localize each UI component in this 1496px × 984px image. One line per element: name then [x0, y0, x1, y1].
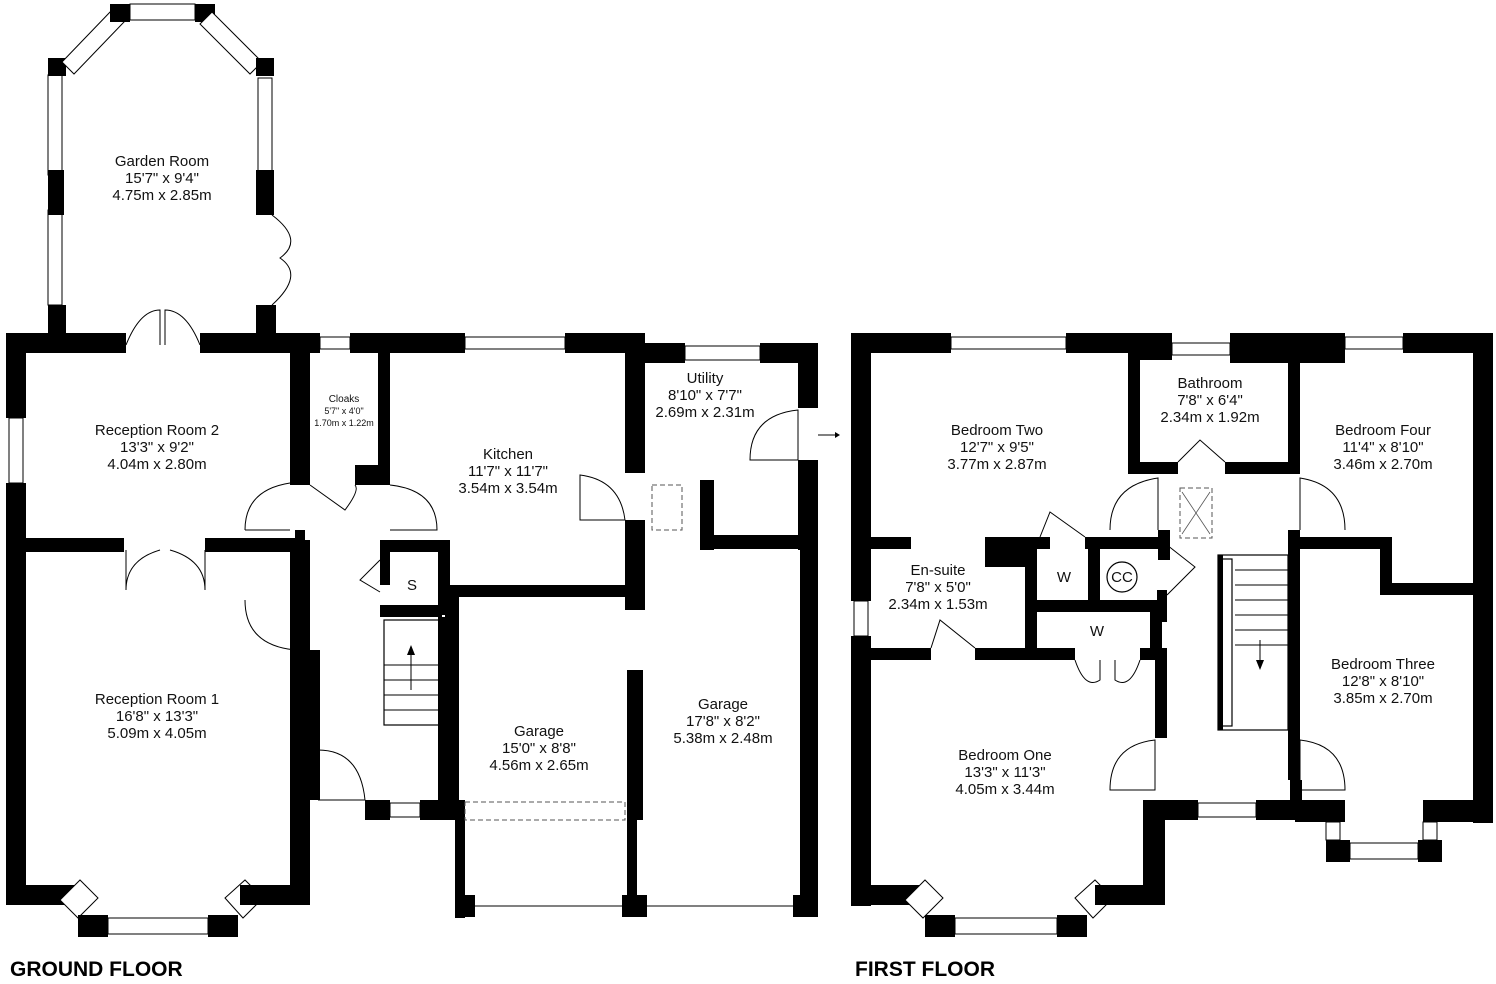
room-metric: 2.69m x 2.31m — [655, 404, 754, 421]
room-imperial: 7'8" x 6'4" — [1177, 392, 1243, 409]
room-name: Reception Room 2 — [95, 422, 219, 439]
room-name: Garden Room — [115, 153, 209, 170]
room-kitchen: Kitchen 11'7" x 11'7" 3.54m x 3.54m — [458, 446, 557, 497]
room-imperial: 13'3" x 11'3" — [964, 764, 1045, 781]
room-metric: 3.77m x 2.87m — [947, 456, 1046, 473]
room-bathroom: Bathroom 7'8" x 6'4" 2.34m x 1.92m — [1160, 375, 1259, 426]
room-imperial: 11'7" x 11'7" — [468, 463, 548, 480]
first-stairs — [1179, 487, 1288, 670]
room-cloaks: Cloaks 5'7" x 4'0" 1.70m x 1.22m — [314, 394, 374, 428]
ground-outer-walls — [6, 333, 818, 937]
room-metric: 5.09m x 4.05m — [107, 725, 206, 742]
room-name: Garage — [698, 696, 748, 713]
room-bedroom-two: Bedroom Two 12'7" x 9'5" 3.77m x 2.87m — [947, 422, 1046, 473]
room-imperial: 16'8" x 13'3" — [116, 708, 198, 725]
room-imperial: 11'4" x 8'10" — [1342, 439, 1423, 456]
room-imperial: 15'7" x 9'4" — [125, 170, 199, 187]
room-metric: 2.34m x 1.53m — [888, 596, 987, 613]
room-metric: 2.34m x 1.92m — [1160, 409, 1259, 426]
room-name: Bedroom One — [958, 747, 1051, 764]
room-name: Garage — [514, 723, 564, 740]
garden-room-walls — [47, 3, 292, 335]
room-metric: 4.05m x 3.44m — [955, 781, 1054, 798]
room-imperial: 12'7" x 9'5" — [960, 439, 1034, 456]
ground-stairs: S — [384, 577, 438, 711]
room-name: Utility — [687, 370, 724, 387]
room-metric: 4.56m x 2.65m — [489, 757, 588, 774]
first-misc-labels: W W CC — [1057, 569, 1133, 640]
room-imperial: 5'7" x 4'0" — [324, 406, 363, 416]
room-imperial: 7'8" x 5'0" — [905, 579, 971, 596]
room-imperial: 13'3" x 9'2" — [120, 439, 194, 456]
room-garage-b: Garage 17'8" x 8'2" 5.38m x 2.48m — [673, 696, 772, 747]
room-name: Bedroom Two — [951, 422, 1043, 439]
wardrobe-label: W — [1090, 623, 1105, 640]
room-metric: 4.04m x 2.80m — [107, 456, 206, 473]
room-name: Cloaks — [329, 394, 360, 405]
first-floor: W W CC Bedroom Two 12'7" x 9'5" 3.77m x … — [851, 333, 1493, 981]
room-imperial: 15'0" x 8'8" — [502, 740, 576, 757]
room-imperial: 8'10" x 7'7" — [668, 387, 742, 404]
room-metric: 5.38m x 2.48m — [673, 730, 772, 747]
room-garden-room: Garden Room 15'7" x 9'4" 4.75m x 2.85m — [112, 153, 211, 204]
wardrobe-label: W — [1057, 569, 1072, 586]
first-outer-walls — [851, 333, 1493, 937]
room-name: Bedroom Four — [1335, 422, 1431, 439]
store-label: S — [407, 577, 417, 594]
first-doors — [930, 439, 1346, 791]
room-reception-2: Reception Room 2 13'3" x 9'2" 4.04m x 2.… — [95, 422, 219, 473]
cylinder-cupboard-label: CC — [1111, 569, 1133, 586]
room-reception-1: Reception Room 1 16'8" x 13'3" 5.09m x 4… — [95, 691, 219, 742]
room-metric: 3.85m x 2.70m — [1333, 690, 1432, 707]
room-imperial: 17'8" x 8'2" — [686, 713, 760, 730]
room-metric: 3.54m x 3.54m — [458, 480, 557, 497]
room-ensuite: En-suite 7'8" x 5'0" 2.34m x 1.53m — [888, 562, 987, 613]
room-metric: 3.46m x 2.70m — [1333, 456, 1432, 473]
room-bedroom-one: Bedroom One 13'3" x 11'3" 4.05m x 3.44m — [955, 747, 1054, 798]
room-utility: Utility 8'10" x 7'7" 2.69m x 2.31m — [655, 370, 754, 421]
ground-floor: S Garden Room 15'7" x 9'4" 4.75m x 2.85m… — [6, 3, 840, 981]
room-garage-a: Garage 15'0" x 8'8" 4.56m x 2.65m — [489, 723, 588, 774]
room-metric: 4.75m x 2.85m — [112, 187, 211, 204]
room-bedroom-three: Bedroom Three 12'8" x 8'10" 3.85m x 2.70… — [1331, 656, 1435, 707]
first-floor-title: FIRST FLOOR — [855, 958, 995, 981]
room-name: Reception Room 1 — [95, 691, 219, 708]
room-metric: 1.70m x 1.22m — [314, 418, 374, 428]
room-bedroom-four: Bedroom Four 11'4" x 8'10" 3.46m x 2.70m — [1333, 422, 1432, 473]
ground-doors — [125, 309, 840, 801]
ground-floor-title: GROUND FLOOR — [10, 958, 183, 981]
room-name: Bedroom Three — [1331, 656, 1435, 673]
room-name: Kitchen — [483, 446, 533, 463]
room-name: Bathroom — [1177, 375, 1242, 392]
room-name: En-suite — [910, 562, 965, 579]
room-imperial: 12'8" x 8'10" — [1342, 673, 1424, 690]
